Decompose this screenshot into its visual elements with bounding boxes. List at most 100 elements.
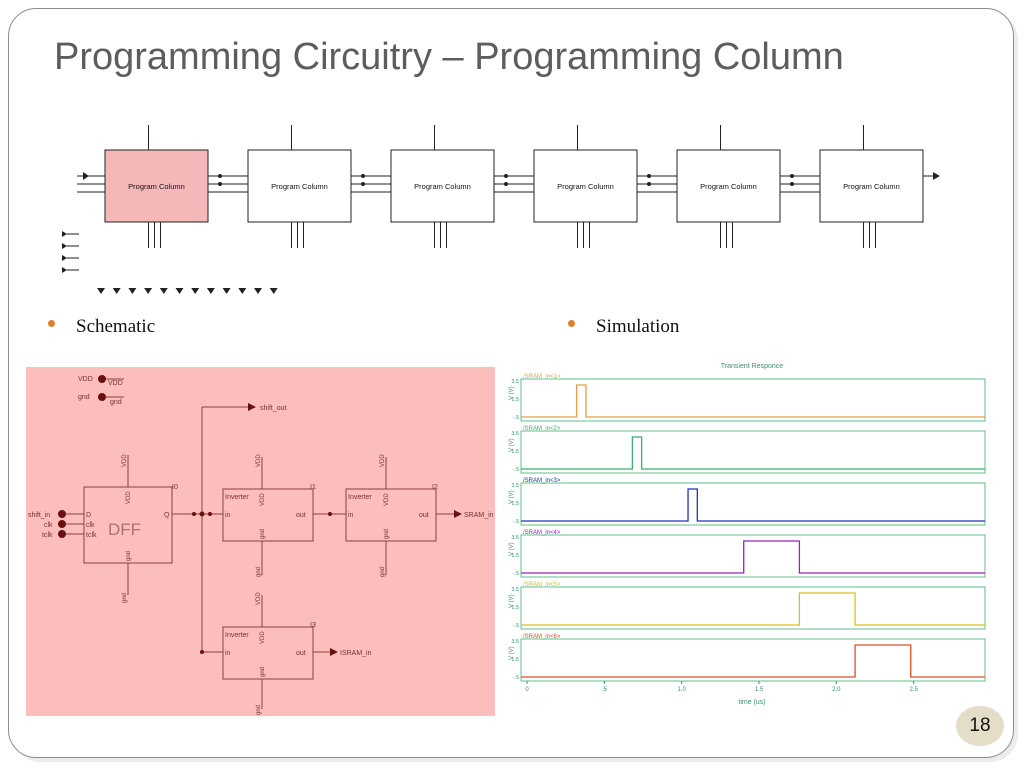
- simulation-xlabel: time (us): [738, 699, 765, 706]
- inverter3-instance: I3: [310, 622, 316, 629]
- trace-ytick: -.5: [513, 623, 519, 629]
- program-column-block: Program Column: [533, 125, 677, 248]
- program-column-label: Program Column: [414, 182, 471, 191]
- x-tick-label: 2.5: [909, 687, 918, 693]
- program-column-block: Program Column: [819, 125, 924, 248]
- trace-waveform: [521, 488, 985, 522]
- program-column-rect: [247, 149, 352, 223]
- inverter2-gnd-net: gnd: [380, 567, 386, 577]
- program-column-rect: [390, 149, 495, 223]
- schematic-diagram: VDD VDD gnd gnd shift_out shift_in clk t…: [26, 367, 495, 716]
- inverter1-in: in: [225, 512, 231, 519]
- clk-label: clk: [44, 522, 53, 529]
- bullet-simulation-text: Simulation: [596, 316, 680, 337]
- side-pin: [62, 231, 67, 237]
- inverter2-label: Inverter: [348, 494, 372, 501]
- trace-label: /SRAM_in<4>: [523, 530, 561, 536]
- trace-label: /SRAM_in<6>: [523, 634, 561, 640]
- trace-ytick: 3.5: [511, 483, 519, 489]
- trace-ytick: -.5: [513, 415, 519, 421]
- schematic-pins: [58, 375, 462, 656]
- bullet-simulation: Simulation: [568, 316, 680, 338]
- bottom-pin: [269, 288, 278, 294]
- trace-ytick: 1.5: [511, 553, 519, 559]
- x-tick-label: 1.5: [755, 687, 764, 693]
- trace-ytick: 1.5: [511, 605, 519, 611]
- program-column-rect: [104, 149, 209, 223]
- program-column-label: Program Column: [271, 182, 328, 191]
- trace-waveform: [521, 436, 985, 470]
- inverter1-gnd-net: gnd: [256, 567, 262, 577]
- inverter2-box: [345, 488, 437, 542]
- dff-instance: I0: [172, 484, 178, 491]
- side-pin: [62, 243, 67, 249]
- trace-waveform: [521, 592, 985, 626]
- dff-gnd-net: gnd: [122, 593, 128, 603]
- bottom-pin: [206, 288, 215, 294]
- inverter3-label: Inverter: [225, 632, 249, 639]
- bottom-pin: [112, 288, 121, 294]
- trace-ylabel: V (V): [509, 386, 515, 400]
- sram-in-label: SRAM_in: [464, 512, 494, 519]
- inverter2-gnd-pin: gnd: [384, 529, 390, 539]
- schematic-wires: [66, 378, 454, 709]
- inverter1-out: out: [296, 512, 306, 519]
- program-column-block: Program Column: [247, 125, 391, 248]
- side-pin: [62, 267, 67, 273]
- trace-ylabel: V (V): [509, 542, 515, 556]
- trace-frame: [520, 378, 986, 422]
- x-tick-label: .5: [602, 687, 608, 693]
- inverter3-vdd-net: VDD: [256, 592, 262, 605]
- x-tick-label: 1.0: [677, 687, 686, 693]
- inverter3-vdd-pin: VDD: [260, 631, 266, 644]
- simulation-title: Transient Responce: [721, 363, 783, 370]
- bottom-pin: [238, 288, 247, 294]
- dff-gnd-pin: gnd: [126, 551, 132, 561]
- inverter1-gnd-pin: gnd: [260, 529, 266, 539]
- trace-ytick: 3.5: [511, 587, 519, 593]
- gnd-net-label: gnd: [110, 399, 122, 406]
- input-pin: [83, 172, 89, 180]
- trace-waveform: [521, 384, 985, 418]
- vdd-net-label: VDD: [108, 380, 123, 387]
- dff-pin-tclk: tclk: [86, 532, 97, 539]
- inverter2-instance: I2: [432, 484, 438, 491]
- trace-ylabel: V (V): [509, 646, 515, 660]
- trace-ytick: -.5: [513, 571, 519, 577]
- gnd-pin-label: gnd: [78, 394, 90, 401]
- trace-ytick: 3.5: [511, 379, 519, 385]
- inverter3-box: [222, 626, 314, 680]
- x-tick-label: 2.0: [832, 687, 841, 693]
- simulation-trace-panel: /SRAM_in<1>V (V)3.51.5-.5: [509, 374, 986, 422]
- simulation-trace-panel: /SRAM_in<4>V (V)3.51.5-.5: [509, 530, 986, 578]
- inverter3-gnd-net: gnd: [256, 705, 262, 715]
- trace-waveform: [521, 644, 985, 678]
- inverter1-instance: I1: [310, 484, 316, 491]
- side-pin: [62, 255, 67, 261]
- simulation-trace-panel: /SRAM_in<6>V (V)3.51.5-.5: [509, 634, 986, 682]
- dff-vdd-net: VDD: [122, 454, 128, 467]
- trace-label: /SRAM_in<3>: [523, 478, 561, 484]
- program-column-block: Program Column: [390, 125, 534, 248]
- bottom-pin: [254, 288, 262, 294]
- slide-title: Programming Circuitry – Programming Colu…: [54, 36, 844, 78]
- inverter2-out: out: [419, 512, 429, 519]
- trace-waveform: [521, 540, 985, 574]
- program-column-block-diagram: Program Column Program Column Program Colu…: [62, 125, 940, 294]
- program-column-label: Program Column: [700, 182, 757, 191]
- bullet-dot: [48, 320, 55, 327]
- trace-ylabel: V (V): [509, 490, 515, 504]
- trace-frame: [520, 482, 986, 526]
- inverter2-in: in: [348, 512, 354, 519]
- trace-label: /SRAM_in<5>: [523, 582, 561, 588]
- bottom-pin: [159, 288, 168, 294]
- isram-in-label: ISRAM_in: [340, 650, 372, 657]
- inverter3-in: in: [225, 650, 231, 657]
- inverter1-label: Inverter: [225, 494, 249, 501]
- shift-out-label: shift_out: [260, 405, 287, 412]
- x-tick-label: 0: [525, 687, 529, 693]
- inverter3-out: out: [296, 650, 306, 657]
- trace-ytick: 1.5: [511, 657, 519, 663]
- simulation-trace-panel: /SRAM_in<3>V (V)3.51.5-.5: [509, 478, 986, 526]
- trace-ytick: 1.5: [511, 501, 519, 507]
